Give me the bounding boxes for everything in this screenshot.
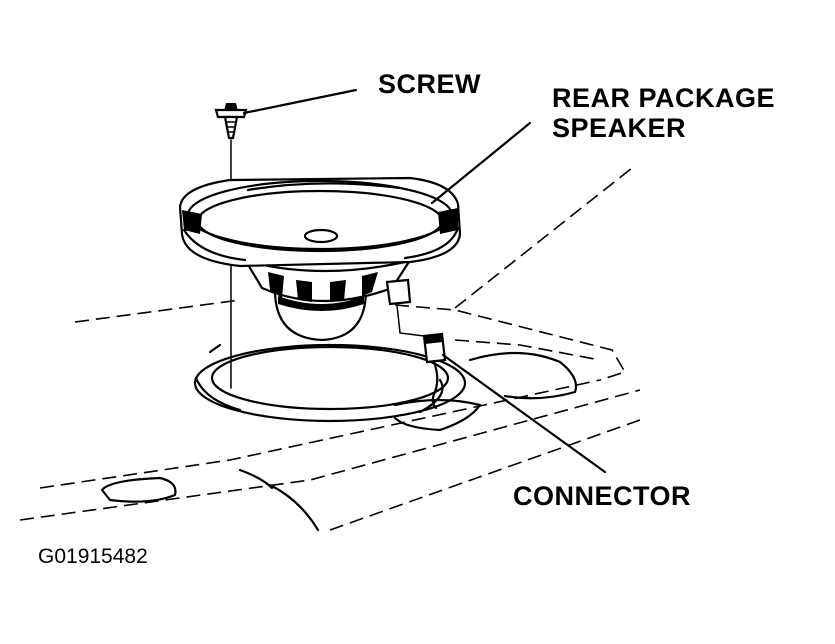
- rear-package-speaker-label: REAR PACKAGE SPEAKER: [552, 83, 776, 143]
- screw-label: SCREW: [378, 69, 481, 99]
- screw-leader-line: [242, 88, 358, 115]
- connector: [396, 304, 447, 410]
- figure-id: G01915482: [38, 545, 148, 568]
- speaker-leader-line: [430, 121, 532, 205]
- rear-package-speaker: [178, 176, 462, 342]
- package-tray: [19, 167, 641, 532]
- leader-lines: [242, 88, 607, 474]
- mounting-hole: [193, 343, 467, 423]
- connector-label: CONNECTOR: [513, 481, 692, 511]
- connector-leader-line: [441, 353, 607, 474]
